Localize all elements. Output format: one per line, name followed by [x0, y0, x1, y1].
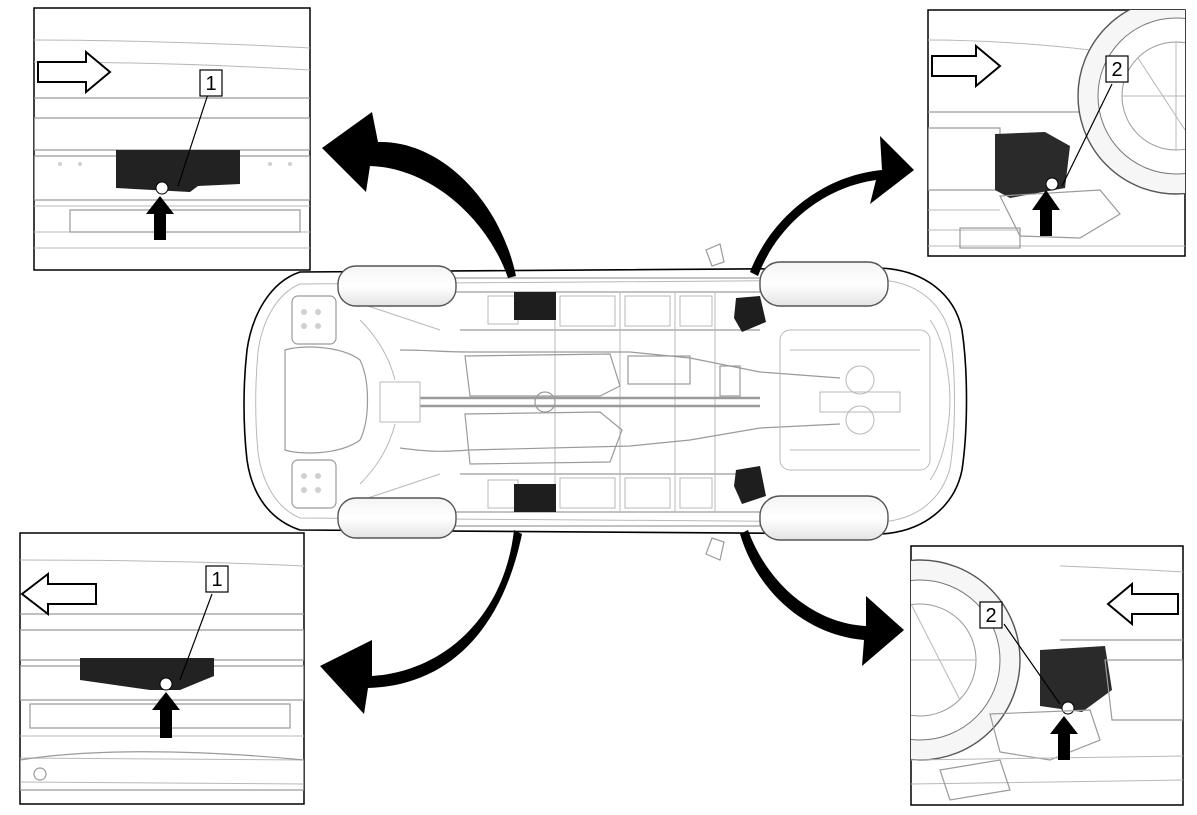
- detail-view-front-right: 2: [927, 9, 1186, 257]
- direction-arrow-right-icon: [37, 49, 112, 95]
- lift-arrow-up-icon: [1032, 190, 1060, 236]
- vehicle-wheels: [337, 261, 889, 541]
- detail-view-front-left: 1: [33, 7, 311, 271]
- direction-arrow-left-icon: [20, 571, 97, 617]
- curved-arrows: [320, 112, 914, 714]
- direction-arrow-left-icon: [1106, 581, 1179, 627]
- callout-label: 1: [211, 569, 222, 591]
- callout-label: 2: [985, 605, 996, 627]
- lift-arrow-up-icon: [1050, 716, 1078, 760]
- detail-view-rear-left: 1: [19, 532, 305, 805]
- center-lift-pads: [514, 292, 766, 512]
- lift-arrow-up-icon: [152, 692, 180, 738]
- detail-view-rear-right: 2: [910, 545, 1184, 806]
- lift-arrow-up-icon: [146, 196, 174, 240]
- callout-label: 2: [1111, 59, 1122, 81]
- callout-label: 1: [205, 73, 216, 95]
- vehicle-underbody: [243, 243, 968, 561]
- direction-arrow-right-icon: [931, 43, 1002, 89]
